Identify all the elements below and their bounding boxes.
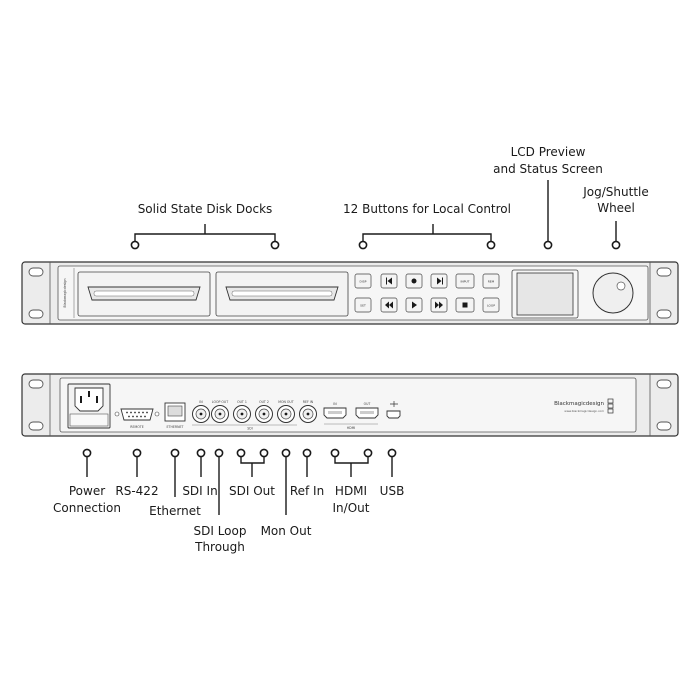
front-buttons[interactable]: DISP INPUT REM SET LOOP	[354, 273, 500, 313]
callout-dot-mon-out	[281, 448, 291, 458]
record-icon	[411, 278, 417, 284]
svg-text:IN: IN	[333, 402, 337, 406]
svg-text:SDI: SDI	[247, 427, 252, 431]
rear-panel: REMOTE ETHERNET IN LOOP OUT OUT 1 OUT 2	[21, 373, 679, 437]
rack-ear-hole	[28, 267, 44, 277]
callout-dot-lcd	[543, 240, 553, 250]
callout-dot-hdmi-out	[363, 448, 373, 458]
label-ethernet: Ethernet	[149, 504, 201, 518]
label-sdi-loop-line2: Through	[194, 540, 245, 554]
label-usb: USB	[380, 484, 405, 498]
callout-dot-dock-right	[270, 240, 280, 250]
input-button[interactable]	[455, 273, 475, 289]
rack-ear-hole	[28, 379, 44, 389]
svg-text:OUT 2: OUT 2	[259, 400, 269, 404]
svg-text:MON OUT: MON OUT	[278, 400, 293, 404]
svg-text:OUT: OUT	[364, 402, 371, 406]
rack-ear-hole	[28, 421, 44, 431]
usb-icon	[390, 401, 398, 407]
label-sdi-loop-line1: SDI Loop	[194, 524, 247, 538]
label-power-line2: Connection	[53, 501, 121, 515]
label-disk-docks: Solid State Disk Docks	[138, 202, 273, 216]
svg-text:LOOP OUT: LOOP OUT	[212, 400, 228, 404]
rear-brand-logo: Blackmagicdesign	[554, 401, 604, 407]
label-power-line1: Power	[69, 484, 105, 498]
rear-callouts	[82, 448, 397, 515]
rack-ear-hole	[656, 309, 672, 319]
svg-text:HDMI: HDMI	[347, 426, 356, 430]
rack-ear-hole	[656, 421, 672, 431]
svg-text:IN: IN	[199, 400, 203, 404]
loop-button[interactable]	[482, 297, 500, 313]
svg-text:LOOP: LOOP	[487, 304, 495, 308]
stop-icon	[462, 302, 468, 308]
svg-text:ETHERNET: ETHERNET	[167, 425, 184, 429]
prev-icon	[386, 277, 392, 285]
fast-forward-icon	[435, 301, 443, 309]
label-hdmi-line2: In/Out	[333, 501, 370, 515]
label-ref-in: Ref In	[290, 484, 324, 498]
rear-brand-url: www.blackmagicdesign.com	[564, 409, 604, 413]
callout-dot-sdi-out-2	[259, 448, 269, 458]
svg-text:REMOTE: REMOTE	[130, 425, 143, 429]
disp-button[interactable]	[354, 273, 372, 289]
front-callouts	[130, 180, 621, 250]
label-jog-line2: Wheel	[597, 201, 635, 215]
label-lcd-line1: LCD Preview	[511, 145, 586, 159]
label-lcd-line2: and Status Screen	[493, 162, 603, 176]
svg-text:DISP: DISP	[360, 280, 367, 284]
callout-bracket-docks	[134, 224, 276, 244]
svg-text:INPUT: INPUT	[461, 280, 470, 284]
callout-bracket-buttons	[362, 224, 492, 244]
rewind-icon	[385, 301, 393, 309]
rack-ear-hole	[656, 379, 672, 389]
callout-dot-usb	[387, 448, 397, 458]
brand-mark-icon	[607, 398, 614, 414]
label-sdi-out: SDI Out	[229, 484, 275, 498]
callout-dot-jog	[611, 240, 621, 250]
rack-ear-hole	[28, 309, 44, 319]
front-panel: Blackmagicdesign DISP INPUT REM SET	[21, 261, 679, 325]
lcd-screen	[516, 272, 574, 316]
jog-wheel-finger-dimple	[616, 281, 626, 291]
play-icon	[412, 301, 417, 309]
bnc-connectors: IN LOOP OUT OUT 1 OUT 2 MON OUT REF IN S…	[192, 400, 317, 431]
svg-text:OUT 1: OUT 1	[237, 400, 247, 404]
callout-dot-dock-left	[130, 240, 140, 250]
label-hdmi-line1: HDMI	[335, 484, 367, 498]
svg-text:SET: SET	[360, 304, 366, 308]
label-jog-line1: Jog/Shuttle	[582, 185, 649, 199]
callout-dot-ethernet	[170, 448, 180, 458]
usb-port[interactable]	[386, 410, 401, 419]
svg-text:REM: REM	[488, 280, 495, 284]
label-rs422: RS-422	[115, 484, 158, 498]
callout-dot-buttons-right	[486, 240, 496, 250]
callout-dot-sdi-in	[196, 448, 206, 458]
rack-ear-hole	[656, 267, 672, 277]
next-icon	[437, 277, 443, 285]
jog-shuttle-wheel[interactable]	[592, 272, 634, 314]
callout-dot-rs422	[132, 448, 142, 458]
callout-dot-sdi-out-1	[236, 448, 246, 458]
rem-button[interactable]	[482, 273, 500, 289]
callout-dot-power	[82, 448, 92, 458]
callout-dot-sdi-loop	[214, 448, 224, 458]
svg-text:REF IN: REF IN	[303, 400, 314, 404]
set-button[interactable]	[354, 297, 372, 313]
rs422-connector	[120, 408, 154, 421]
label-buttons: 12 Buttons for Local Control	[343, 202, 511, 216]
iec-socket	[74, 387, 104, 412]
callout-dot-hdmi-in	[330, 448, 340, 458]
label-sdi-in: SDI In	[182, 484, 217, 498]
front-brand-text: Blackmagicdesign	[63, 279, 67, 308]
label-mon-out: Mon Out	[261, 524, 312, 538]
callout-dot-buttons-left	[358, 240, 368, 250]
callout-dot-ref-in	[302, 448, 312, 458]
